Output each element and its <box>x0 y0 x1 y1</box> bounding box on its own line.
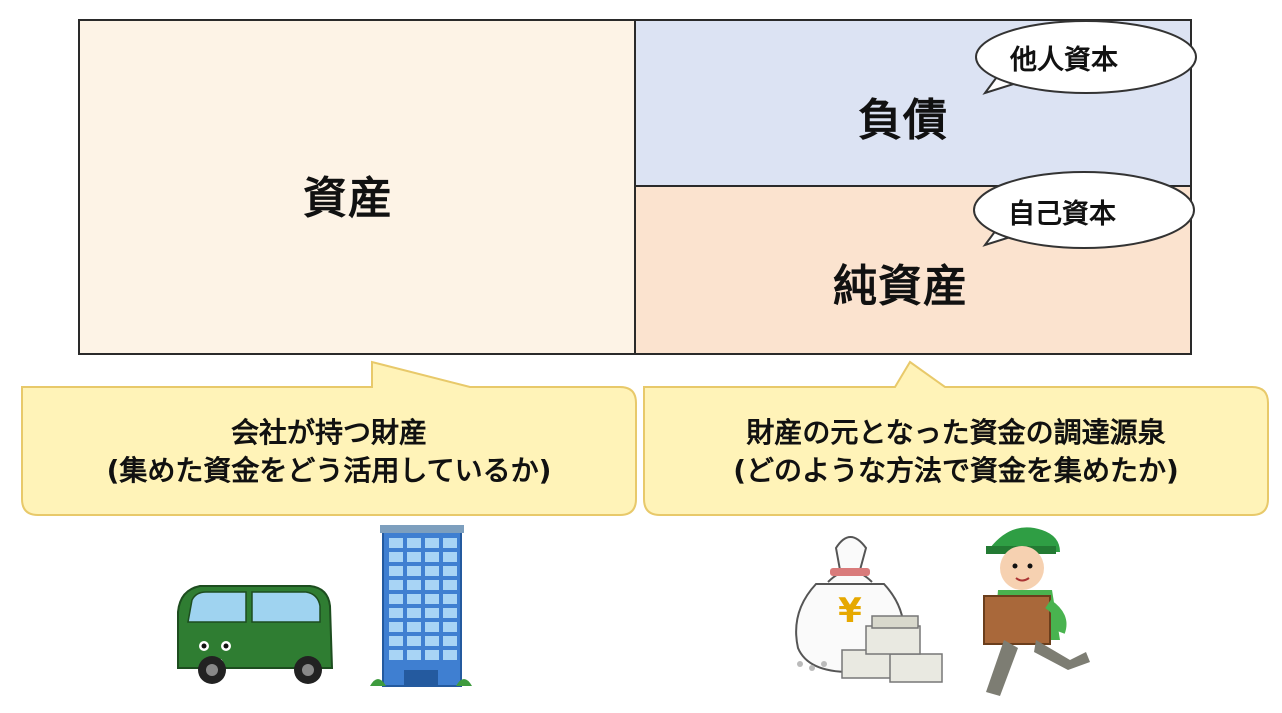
right-callout-line2: (どのような方法で資金を集めたか) <box>733 454 1179 487</box>
building-window <box>407 538 421 548</box>
building-window <box>389 636 403 646</box>
banknote-stacks-illustration <box>841 615 943 683</box>
left-callout-line2: (集めた資金をどう活用しているか) <box>106 454 552 487</box>
net-assets-label: 純資産 <box>833 261 968 312</box>
building-window <box>443 622 457 632</box>
delivery-worker-illustration <box>983 527 1090 696</box>
building-window <box>389 622 403 632</box>
building-window <box>389 608 403 618</box>
building-window <box>443 650 457 660</box>
building-window <box>407 622 421 632</box>
building-window <box>425 538 439 548</box>
liabilities-tag-bubble <box>975 20 1197 95</box>
building-window <box>443 552 457 562</box>
right-callout-line1: 財産の元となった資金の調達源泉 <box>746 416 1166 449</box>
building-window <box>425 622 439 632</box>
building-window <box>407 552 421 562</box>
building-window <box>443 594 457 604</box>
building-window <box>407 650 421 660</box>
liabilities-label: 負債 <box>858 95 948 146</box>
building-window <box>425 566 439 576</box>
office-building-illustration <box>370 525 472 687</box>
right-callout-shape <box>643 360 1269 516</box>
building-window <box>425 580 439 590</box>
liabilities-tag: 他人資本 <box>1010 45 1118 76</box>
building-window <box>443 566 457 576</box>
yen-symbol: ¥ <box>838 591 862 631</box>
building-window <box>443 636 457 646</box>
building-window <box>425 650 439 660</box>
building-window <box>443 580 457 590</box>
assets-label: 資産 <box>303 173 393 224</box>
building-window <box>425 636 439 646</box>
building-window <box>425 608 439 618</box>
building-window <box>443 608 457 618</box>
left-callout-line1: 会社が持つ財産 <box>230 416 427 449</box>
net-assets-tag-bubble <box>973 171 1195 249</box>
building-window <box>389 566 403 576</box>
building-window <box>407 566 421 576</box>
right-callout-text: 財産の元となった資金の調達源泉 (どのような方法で資金を集めたか) <box>644 414 1268 490</box>
building-window <box>389 594 403 604</box>
building-window <box>407 594 421 604</box>
building-window <box>425 594 439 604</box>
building-window <box>389 580 403 590</box>
building-window <box>407 608 421 618</box>
building-window <box>407 636 421 646</box>
building-window <box>389 538 403 548</box>
left-callout-text: 会社が持つ財産 (集めた資金をどう活用しているか) <box>22 414 636 490</box>
van-illustration <box>177 585 334 684</box>
left-callout-shape <box>21 360 637 516</box>
assets-box <box>78 19 636 355</box>
building-window <box>443 538 457 548</box>
building-window <box>425 552 439 562</box>
building-window <box>389 552 403 562</box>
building-window <box>407 580 421 590</box>
net-assets-tag: 自己資本 <box>1008 199 1116 230</box>
building-window <box>389 650 403 660</box>
